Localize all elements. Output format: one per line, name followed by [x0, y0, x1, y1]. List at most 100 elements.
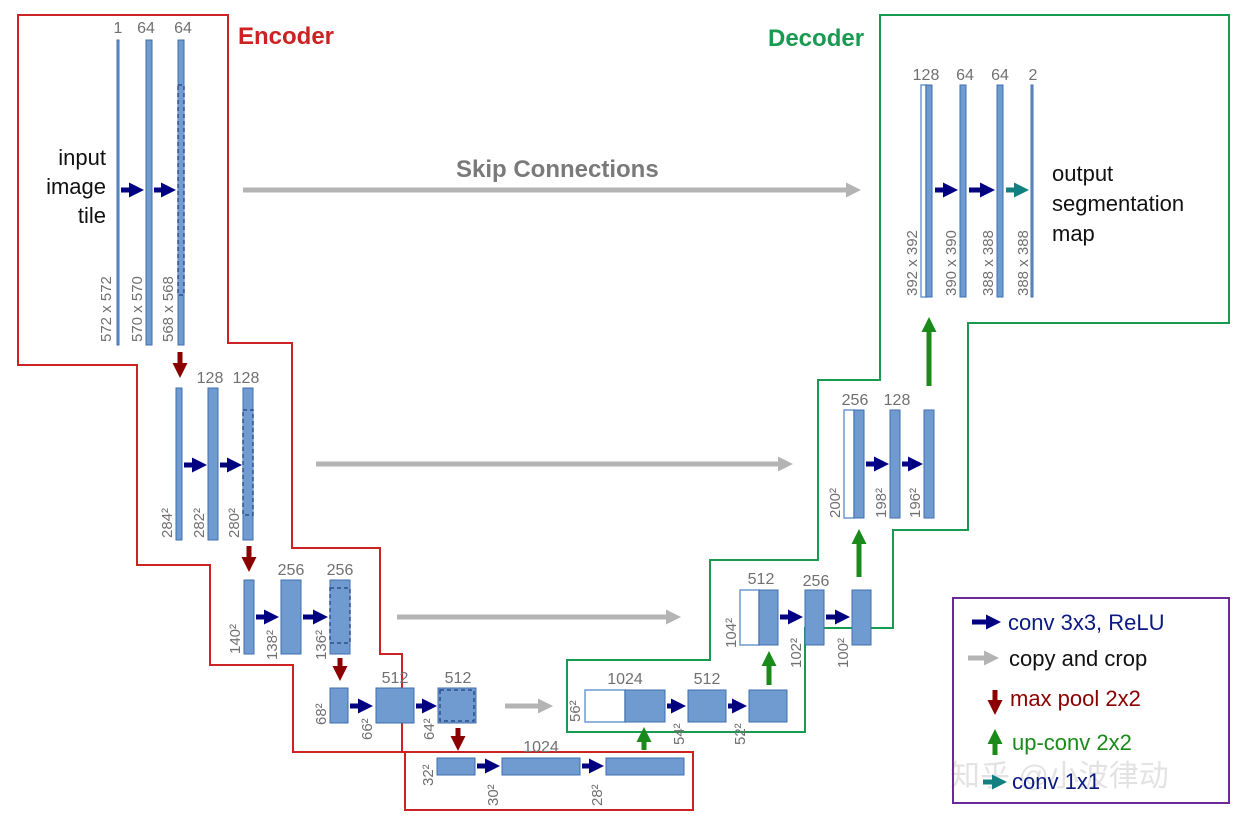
- enc5-ch-1: 1024: [523, 739, 559, 756]
- dec3-copied-map: [739, 589, 760, 646]
- enc4-dim-2: 66²: [359, 718, 376, 740]
- enc5-dim-3: 28²: [589, 784, 606, 806]
- decoder-outline: [566, 14, 1230, 733]
- dec2-dim-3: 196²: [907, 488, 924, 518]
- legend-upconv-label: up-conv 2x2: [1012, 730, 1132, 755]
- dec3-ch-2: 256: [803, 573, 830, 590]
- enc5-dim-2: 30²: [485, 784, 502, 806]
- enc2-pool-map: [175, 387, 183, 541]
- dec1-conv2-map: [996, 84, 1004, 298]
- dec1-copied-map: [920, 84, 927, 298]
- dec2-ch-2: 128: [884, 392, 911, 409]
- encoder-title: Encoder: [238, 23, 334, 50]
- enc3-crop-region: [329, 587, 351, 644]
- dec1-ch-4: 2: [1029, 67, 1038, 84]
- enc1-dim-2: 570 x 570: [129, 276, 146, 342]
- enc2-conv1-map: [207, 387, 219, 541]
- dec2-ch-1: 256: [842, 392, 869, 409]
- enc3-ch-1: 256: [278, 562, 305, 579]
- enc3-ch-2: 256: [327, 562, 354, 579]
- dec1-dim-4: 388 x 388: [1015, 230, 1032, 296]
- enc1-ch-3: 64: [174, 20, 192, 37]
- dec4-ch-1: 1024: [607, 671, 643, 688]
- enc4-crop-region: [439, 689, 475, 722]
- dec1-ch-3: 64: [991, 67, 1009, 84]
- dec3-upconv-map: [758, 589, 779, 646]
- enc5-pool-map: [436, 757, 476, 776]
- dec2-dim-1: 200²: [827, 488, 844, 518]
- enc5-conv2-map: [605, 757, 685, 776]
- dec4-dim-2: 54²: [671, 723, 688, 745]
- enc1-ch-1: 1: [114, 20, 123, 37]
- dec3-dim-2: 102²: [788, 638, 805, 668]
- dec3-dim-1: 104²: [723, 618, 740, 648]
- dec1-output-map: [1030, 84, 1034, 298]
- enc2-dim-3: 280²: [226, 508, 243, 538]
- dec4-conv2-map: [748, 689, 788, 723]
- encoder-outline: [17, 14, 694, 811]
- input-label-line3: tile: [78, 203, 106, 228]
- enc1-input-map: [116, 39, 120, 346]
- enc5-dim-1: 32²: [420, 764, 437, 786]
- dec4-upconv-map: [624, 689, 666, 723]
- legend-box: [952, 597, 1230, 804]
- dec1-dim-1: 392 x 392: [904, 230, 921, 296]
- dec2-upconv-map: [853, 409, 865, 519]
- enc4-dim-1: 68²: [313, 703, 330, 725]
- dec1-ch-1: 128: [913, 67, 940, 84]
- dec4-copied-map: [584, 689, 626, 723]
- legend-pool-label: max pool 2x2: [1010, 686, 1141, 711]
- enc3-dim-3: 136²: [313, 630, 330, 660]
- decoder-title: Decoder: [768, 25, 864, 52]
- output-label-line3: map: [1052, 221, 1095, 246]
- dec1-conv1-map: [959, 84, 967, 298]
- output-label-line2: segmentation: [1052, 191, 1184, 216]
- enc4-ch-2: 512: [445, 670, 472, 687]
- enc2-ch-2: 128: [233, 370, 260, 387]
- legend-conv-label: conv 3x3, ReLU: [1008, 610, 1165, 635]
- input-label-line1: input: [58, 145, 106, 170]
- legend-conv1x1-label: conv 1x1: [1012, 769, 1100, 794]
- enc4-dim-3: 64²: [421, 718, 438, 740]
- enc4-conv1-map: [375, 687, 415, 724]
- enc1-ch-2: 64: [137, 20, 155, 37]
- enc3-dim-1: 140²: [227, 624, 244, 654]
- dec3-conv1-map: [804, 589, 825, 646]
- dec1-dim-2: 390 x 390: [943, 230, 960, 296]
- dec3-ch-1: 512: [748, 571, 775, 588]
- dec4-conv1-map: [687, 689, 727, 723]
- skip-connections-title: Skip Connections: [456, 156, 659, 183]
- dec1-dim-3: 388 x 388: [980, 230, 997, 296]
- input-label-line2: image: [46, 174, 106, 199]
- dec2-copied-map: [843, 409, 855, 519]
- dec2-conv2-map: [923, 409, 935, 519]
- legend: conv 3x3, ReLU copy and crop max pool 2x…: [952, 597, 1230, 804]
- enc4-ch-1: 512: [382, 670, 409, 687]
- enc2-dim-1: 284²: [159, 508, 176, 538]
- enc4-pool-map: [329, 687, 349, 724]
- enc2-ch-1: 128: [197, 370, 224, 387]
- dec4-dim-3: 52²: [732, 723, 749, 745]
- enc3-dim-2: 138²: [264, 630, 281, 660]
- legend-copy-label: copy and crop: [1009, 646, 1147, 671]
- enc5-conv1-map: [501, 757, 581, 776]
- enc3-pool-map: [243, 579, 255, 655]
- dec4-dim-1: 56²: [567, 700, 584, 722]
- output-label-line1: output: [1052, 161, 1113, 186]
- dec2-dim-2: 198²: [873, 488, 890, 518]
- watermark: 知乎 @小波律动: [950, 760, 1169, 793]
- enc2-crop-region: [242, 409, 254, 516]
- enc2-dim-2: 282²: [191, 508, 208, 538]
- dec2-conv1-map: [889, 409, 901, 519]
- dec3-dim-3: 100²: [835, 638, 852, 668]
- enc3-conv1-map: [280, 579, 302, 655]
- enc1-dim-1: 572 x 572: [98, 276, 115, 342]
- dec4-ch-2: 512: [694, 671, 721, 688]
- dec1-ch-2: 64: [956, 67, 974, 84]
- dec1-upconv-map: [925, 84, 933, 298]
- enc1-crop-region: [177, 84, 185, 296]
- enc1-dim-3: 568 x 568: [160, 276, 177, 342]
- dec3-conv2-map: [851, 589, 872, 646]
- enc1-conv1-map: [145, 39, 153, 346]
